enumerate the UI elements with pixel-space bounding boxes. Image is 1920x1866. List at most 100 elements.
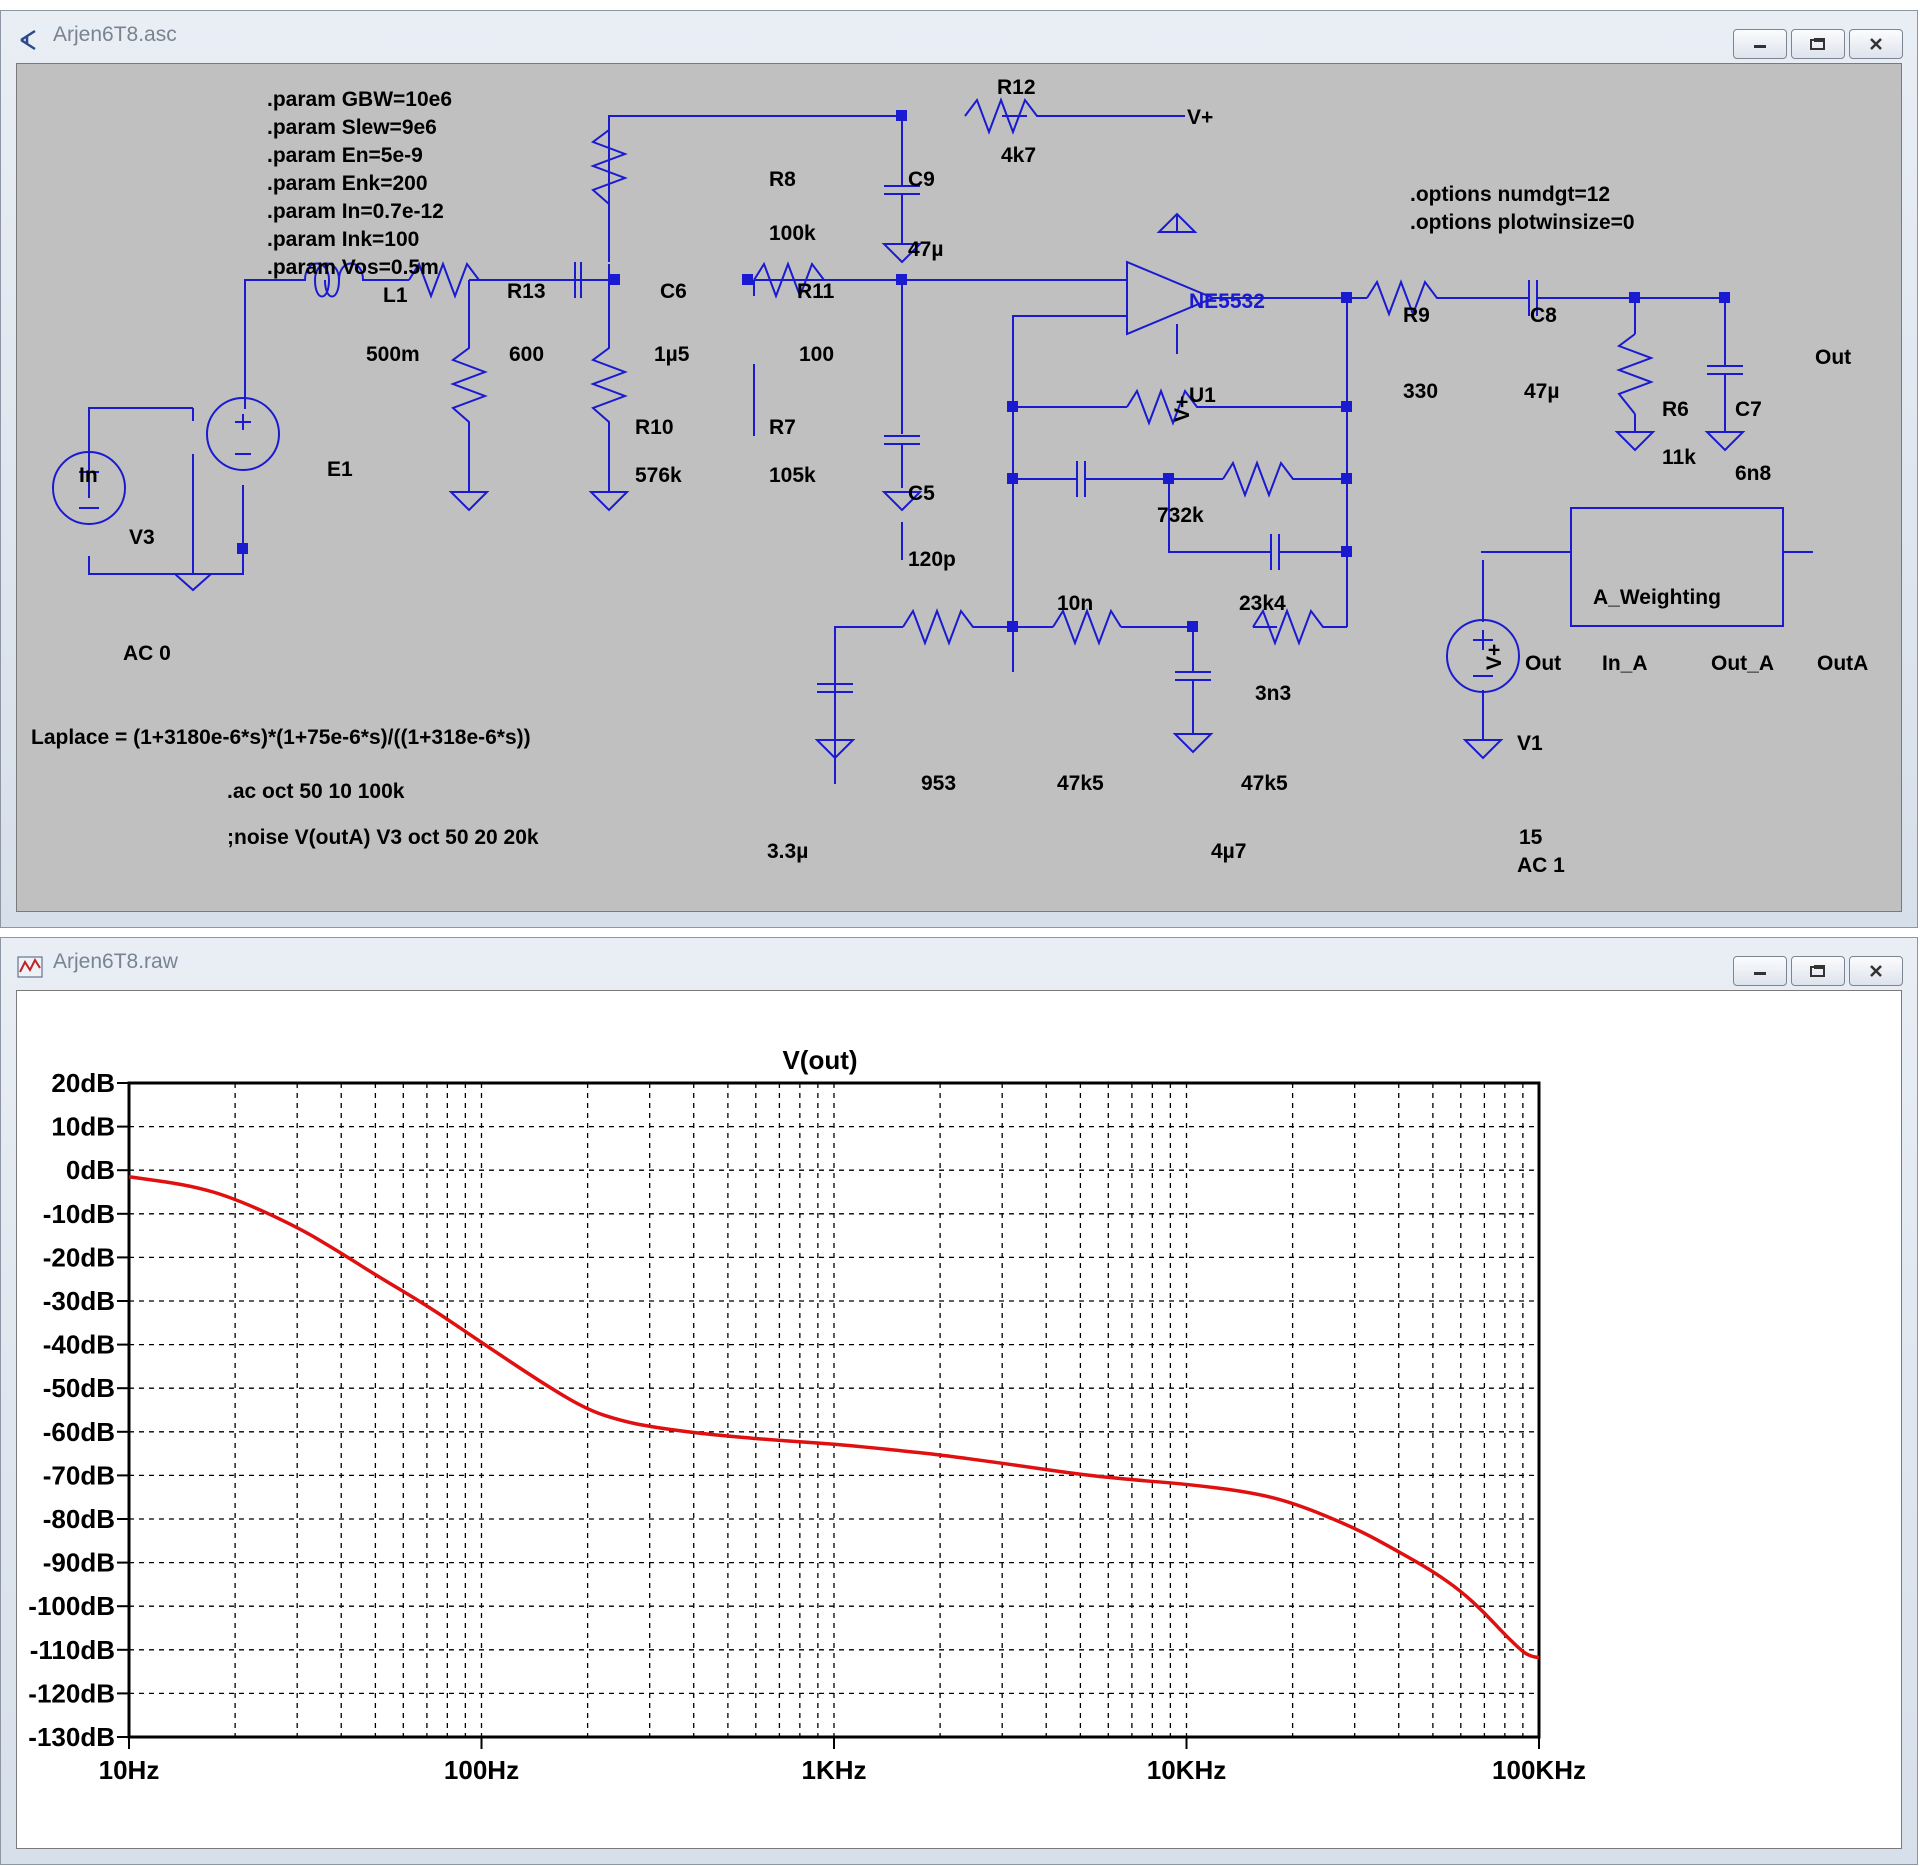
capacitor-c6 <box>555 262 609 298</box>
v1-value: 15 <box>1519 826 1543 849</box>
y-tick-label: -80dB <box>43 1504 115 1534</box>
ac-directive: .ac oct 50 10 100k <box>227 780 405 803</box>
resistor-r6 <box>1616 333 1654 415</box>
v3-value: AC 0 <box>123 642 171 665</box>
a-weighting-in-pin: In_A <box>1602 652 1648 675</box>
r12-value: 4k7 <box>1001 144 1036 167</box>
y-tick-label: 0dB <box>66 1155 115 1185</box>
out-net-label: Out <box>1525 652 1561 675</box>
r8-label: R8 <box>769 168 796 191</box>
c9-value: 47µ <box>908 238 943 261</box>
capacitor-c10n <box>1076 461 1095 497</box>
param-line: .param Enk=200 <box>267 172 428 195</box>
r23k4-value: 23k4 <box>1239 592 1286 615</box>
r10-value: 576k <box>635 464 682 487</box>
r9-label: R9 <box>1403 304 1430 327</box>
r9-value: 330 <box>1403 380 1438 403</box>
y-tick-label: -130dB <box>28 1722 115 1752</box>
x-tick-label: 10KHz <box>1147 1755 1226 1785</box>
plot-window-title: Arjen6T8.raw <box>53 950 178 973</box>
minimize-icon <box>1754 45 1766 48</box>
close-button[interactable] <box>1849 956 1903 986</box>
axis-ticks <box>117 1082 1540 1749</box>
resistor-r13 <box>408 261 480 299</box>
c7-value: 6n8 <box>1735 462 1772 485</box>
y-tick-label: -110dB <box>30 1635 115 1665</box>
y-tick-label: 10dB <box>51 1112 115 1142</box>
r7-label: R7 <box>769 416 796 439</box>
op-amp-vplus-arrow <box>1156 212 1198 233</box>
c7-label: C7 <box>1735 398 1762 421</box>
resistor-r732k <box>1126 388 1227 426</box>
resistors <box>408 97 1654 646</box>
out-net-label: Out <box>1815 346 1851 369</box>
resistor-r47k5a <box>1052 608 1122 646</box>
r47k5b-value: 47k5 <box>1241 772 1288 795</box>
opamp-u1 <box>1126 260 1216 354</box>
c9-label: C9 <box>908 168 935 191</box>
resistor-r11 <box>753 261 902 299</box>
resistor-r9 <box>1366 279 1465 317</box>
r12-label: R12 <box>997 76 1036 99</box>
capacitor-c9 <box>884 185 920 204</box>
junction-dots <box>237 110 1730 632</box>
resistor-r12 <box>964 97 1075 135</box>
resistor-r7 <box>590 280 628 492</box>
a-weighting-block <box>1570 507 1784 627</box>
plot-titlebar[interactable]: Arjen6T8.raw <box>1 938 1917 990</box>
schematic-diagram: .param GBW=10e6 .param Slew=9e6 .param E… <box>31 76 1868 877</box>
capacitor-c3u3 <box>817 683 853 700</box>
capacitor-c7 <box>1707 365 1743 384</box>
y-tick-label: -100dB <box>28 1591 115 1621</box>
c10n-value: 10n <box>1057 592 1093 615</box>
v1-vplus-label: V+ <box>1483 644 1506 670</box>
y-tick-label: -50dB <box>43 1373 115 1403</box>
r13-label: R13 <box>507 280 546 303</box>
plot-gridlines <box>129 1083 1539 1737</box>
ground-symbols <box>172 212 1746 760</box>
v3-label: V3 <box>129 526 155 549</box>
restore-button[interactable] <box>1791 29 1845 59</box>
e1-label: E1 <box>327 458 353 481</box>
restore-button[interactable] <box>1791 956 1845 986</box>
v1-label: V1 <box>1517 732 1543 755</box>
c5-value: 120p <box>908 548 956 571</box>
r7-value: 105k <box>769 464 816 487</box>
l1-label: L1 <box>383 284 408 307</box>
a-weighting-label: A_Weighting <box>1593 586 1721 609</box>
controlled-source-e1 <box>206 397 280 471</box>
close-button[interactable] <box>1849 29 1903 59</box>
schematic-titlebar[interactable]: Arjen6T8.asc <box>1 11 1917 63</box>
bode-plot: 20dB10dB0dB-10dB-20dB-30dB-40dB-50dB-60d… <box>28 1045 1586 1785</box>
plot-trace-title[interactable]: V(out) <box>782 1045 857 1075</box>
y-tick-label: -70dB <box>43 1460 115 1490</box>
schematic-app-icon <box>17 27 43 53</box>
r11-value: 100 <box>799 343 834 366</box>
schematic-wires <box>88 115 1813 784</box>
options-line: .options plotwinsize=0 <box>1410 211 1635 234</box>
y-tick-label: -10dB <box>43 1199 115 1229</box>
waveform-app-icon <box>17 954 43 980</box>
c8-label: C8 <box>1530 304 1557 327</box>
close-icon <box>1870 38 1882 50</box>
y-tick-label: -120dB <box>28 1678 115 1708</box>
y-tick-label: 20dB <box>51 1068 115 1098</box>
in-net-label: In <box>79 464 98 487</box>
r6-label: R6 <box>1662 398 1689 421</box>
r11-label: R11 <box>797 280 835 303</box>
capacitor-c8 <box>1519 280 1551 316</box>
resistor-r10 <box>450 280 488 492</box>
y-tick-label: -30dB <box>43 1286 115 1316</box>
c4u7-value: 4µ7 <box>1211 840 1246 863</box>
minimize-button[interactable] <box>1733 956 1787 986</box>
minimize-button[interactable] <box>1733 29 1787 59</box>
restore-icon <box>1810 38 1825 50</box>
plot-window: Arjen6T8.raw 20dB 10dB 0dB -10dB -20dB -30dB -… <box>0 937 1918 1865</box>
x-tick-label: 1KHz <box>801 1755 866 1785</box>
y-tick-label: -20dB <box>43 1242 115 1272</box>
voltage-source-v1 <box>1446 560 1520 693</box>
param-line: .param Ink=100 <box>267 228 419 251</box>
schematic-canvas[interactable]: .param GBW=10e6 .param Slew=9e6 .param E… <box>16 63 1902 912</box>
capacitor-c4u7 <box>1175 671 1211 690</box>
